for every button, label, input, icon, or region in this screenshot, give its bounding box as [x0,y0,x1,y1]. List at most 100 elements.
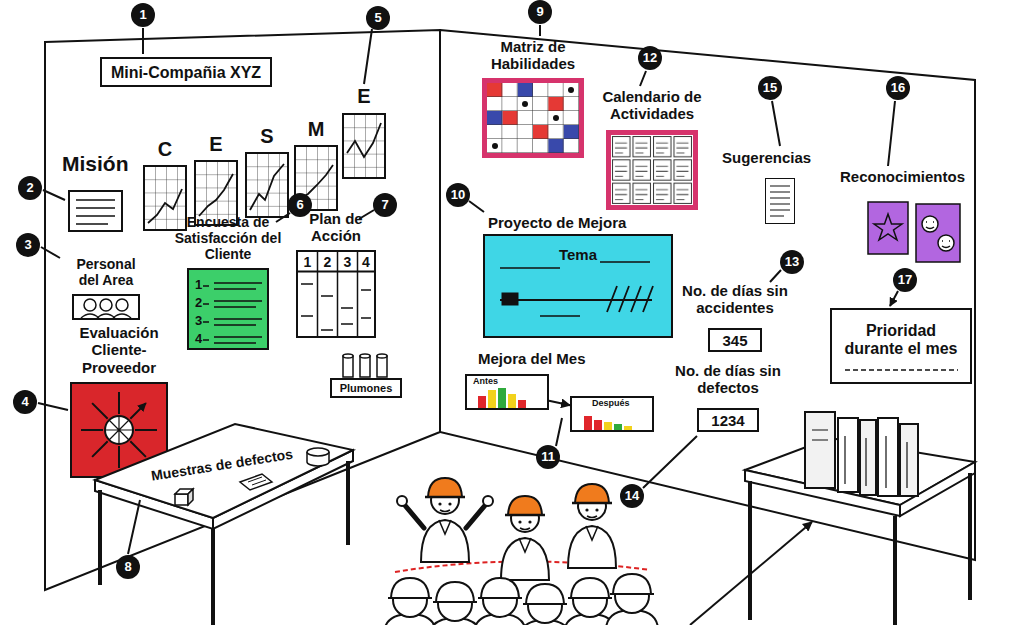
marker-pen [360,356,370,377]
defect-samples [175,448,329,505]
skill-cell [564,125,579,139]
bar [508,394,516,408]
callout-number: 12 [638,46,662,70]
chart-line [148,189,182,223]
board-heading: Reconocimientos [840,168,990,185]
face [116,299,128,311]
recognition-panel [868,202,908,254]
before-bars [478,388,526,408]
board-value: 4 [195,332,207,347]
wheel-spokes [105,416,133,444]
sample-sheet [240,474,272,490]
connector-arrow [549,401,570,405]
suggestion-lines [770,186,790,216]
marker-pen [377,356,387,377]
face [100,299,112,311]
table-columns [318,252,358,336]
skill-cell [533,125,548,139]
bar [518,400,526,408]
leader-arrows [38,25,898,554]
skill-cell [518,83,533,97]
callout-number: 2 [18,176,42,200]
marker-cap [343,354,353,358]
board-heading: Calendario de Actividades [591,88,713,123]
board-heading: Prioridad durante el mes [838,322,964,359]
skills-grid [487,83,579,153]
board-heading: Misión [62,152,152,176]
suggestion-sheet: Sugerencias [765,178,795,224]
face [84,299,96,311]
board-heading: Plan de Acción [301,210,371,245]
binder [900,424,918,496]
worker-back [519,584,571,625]
callout-number: 3 [16,233,40,257]
bar [478,396,486,408]
callout-number: 8 [116,555,140,579]
board-heading: Matriz de Habilidades [482,38,584,73]
marker-cap [377,354,387,358]
plan-entries [301,284,371,330]
board-heading: Después [592,398,642,408]
sample-cube [175,494,188,505]
worker-back [564,578,616,625]
problem-head [502,293,518,305]
marker-pen [343,356,353,377]
skill-dot [568,87,574,93]
bar [488,390,496,408]
after-bars [584,416,632,430]
board-value: 1 [298,254,317,270]
worker [501,496,549,580]
board-value: 1234 [699,412,757,429]
staff-board: Personal del Area [72,294,140,320]
bar [594,420,602,430]
line-chart [247,154,287,216]
callout-number: 16 [886,76,910,100]
shoulders [81,314,131,318]
board-value: 2 [195,296,207,311]
board-value: 3 [338,254,357,270]
activity-calendar: Calendario de Actividades [606,130,698,210]
board-heading: Mini-Compañia XYZ [102,64,270,82]
hand [483,496,493,506]
mission-board: Misión [68,190,123,232]
right-wall [440,30,975,560]
board-heading: No. de días sin defectos [668,362,788,397]
callout-number: 11 [536,445,560,469]
company-title-box: Mini-Compañia XYZ [100,57,272,87]
worker-back [384,578,436,625]
kpi-chart: C [143,165,187,231]
leader-arrow [690,522,812,625]
chart-grid [196,162,236,224]
chart-grid [296,147,336,209]
board-heading: M [296,118,336,141]
smiley-features [926,222,950,248]
skill-cell [548,97,563,111]
recognition-panels [868,202,960,262]
left-wall [45,30,440,590]
board-value: 4 [358,254,374,270]
bar [614,424,622,430]
skill-cell [487,111,502,125]
board-value: 2 [318,254,337,270]
evaluation-wheel [81,392,157,468]
worker-back [606,574,658,625]
kpi-chart: M [294,145,338,211]
binder [838,418,858,492]
line-chart [145,167,185,229]
team-members [384,478,658,625]
chart-grid [344,115,384,177]
marker-cap [360,354,370,358]
skill-dot [553,115,559,121]
chart-line [199,174,233,216]
priority-board: Prioridad durante el mes [830,308,972,384]
wheel [105,416,133,444]
sample-sheet-lines [248,477,266,485]
board-heading: E [196,133,236,156]
callout-number: 4 [13,390,37,414]
survey-lines [203,283,262,343]
marker-tray: Plumones [330,378,402,398]
board-heading: Evaluación Cliente- Proveedor [60,324,178,376]
callout-number: 7 [373,193,397,217]
